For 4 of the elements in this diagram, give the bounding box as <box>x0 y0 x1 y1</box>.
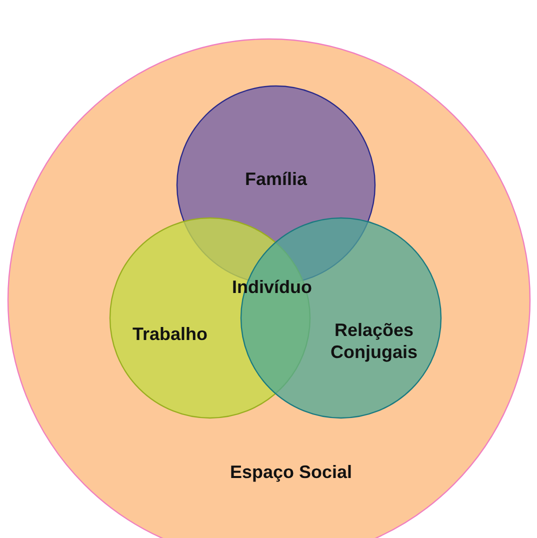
circle-label: Espaço Social <box>228 461 354 483</box>
circle-label: Trabalho <box>131 323 208 345</box>
circle-label: Relações Conjugais <box>329 319 418 363</box>
circle-label: Família <box>244 168 308 190</box>
